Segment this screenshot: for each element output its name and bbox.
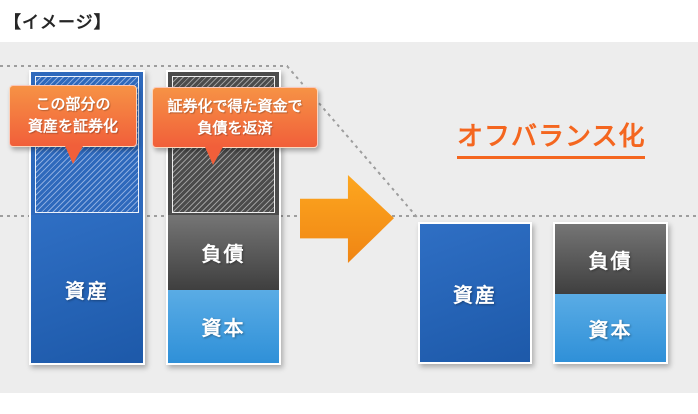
after-liabilities-section: 負債: [555, 224, 666, 294]
after-equity-section: 資本: [555, 294, 666, 362]
repay-callout: 証券化で得た資金で 負債を返済: [152, 87, 318, 165]
after-liabilities-capital-bar: 負債 資本: [553, 222, 668, 364]
callout-tail: [65, 146, 83, 164]
callout-tail: [205, 147, 223, 165]
after-assets-section: 資産: [420, 224, 530, 362]
callout-line: 負債を返済: [197, 119, 273, 137]
callout-line: 証券化で得た資金で: [167, 97, 303, 115]
callout-line: 資産を証券化: [27, 118, 118, 135]
callout-line: この部分の: [35, 96, 111, 113]
page-title: 【イメージ】: [4, 13, 112, 32]
before-liabilities-section: 負債: [168, 215, 279, 290]
before-assets-section: 資産: [31, 215, 143, 363]
securitize-callout: この部分の 資産を証券化: [9, 85, 137, 164]
offbalance-heading: オフバランス化: [457, 116, 646, 159]
dotted-line-top: [0, 65, 288, 67]
before-equity-section: 資本: [168, 290, 279, 363]
after-assets-bar: 資産: [418, 222, 532, 364]
